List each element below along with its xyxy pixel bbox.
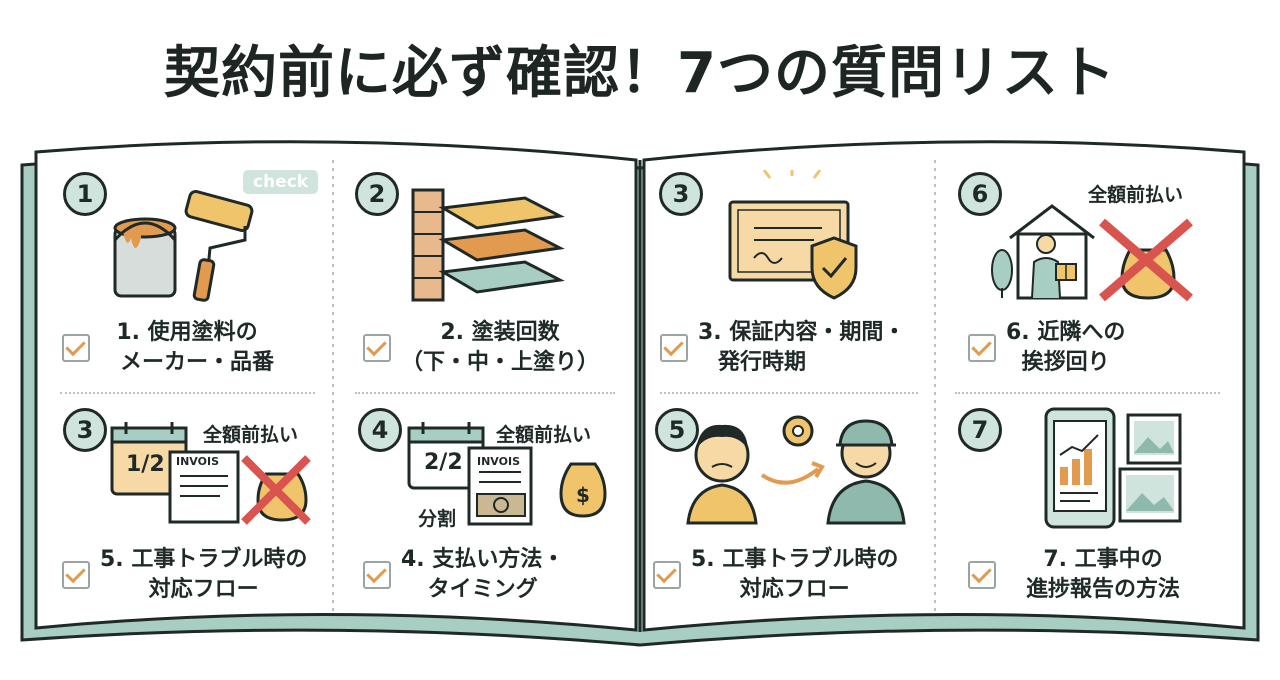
separator [60,392,315,394]
checkbox-icon[interactable] [62,334,90,362]
fraction-label: 2/2 [424,450,463,475]
split-payment-label: 分割 [418,508,457,530]
paint-can-roller-icon [113,190,254,302]
checklist-item-5b[interactable]: 5. 工事トラブル時の 対応フロー [653,545,898,605]
step-badge: 7 [958,408,1002,452]
step-badge: 1 [63,172,107,216]
item-label: 1. 使用塗料の メーカー・品番 [116,320,275,375]
checklist-item-4[interactable]: 4. 支払い方法・ タイミング [363,545,564,605]
half-payment-invoice-icon [110,422,311,525]
checkbox-icon[interactable] [62,561,90,589]
full-prepayment-tag: 全額前払い [1088,184,1184,206]
page-title: 契約前に必ず確認！7つの質問リスト [164,41,1116,106]
full-prepayment-tag: 全額前払い [203,424,299,446]
split-payment-invoice-icon: $ [407,422,607,526]
paint-layers-icon [411,188,565,302]
checkbox-icon[interactable] [653,561,681,589]
step-badge: 2 [355,172,399,216]
checkbox-icon[interactable] [968,334,996,362]
item-label: 4. 支払い方法・ タイミング [401,547,565,602]
check-tag: check [243,170,319,194]
checklist-item-1[interactable]: 1. 使用塗料の メーカー・品番 [62,318,274,378]
neighbor-greeting-icon [991,204,1193,302]
warranty-certificate-icon [728,170,858,300]
checklist-item-3[interactable]: 3. 保証内容・期間・ 発行時期 [660,318,905,378]
step-badge: 3 [63,408,107,452]
checkbox-icon[interactable] [968,561,996,589]
separator [660,392,918,394]
item-label: 3. 保証内容・期間・ 発行時期 [698,320,906,375]
item-label: 5. 工事トラブル時の 対応フロー [691,547,899,602]
svg-text:$: $ [576,483,590,507]
item-label: 7. 工事中の 進捗報告の方法 [1026,547,1181,602]
checklist-item-2[interactable]: 2. 塗装回数 （下・中・上塗り） [363,318,599,378]
step-badge: 5 [655,408,699,452]
checklist-item-6[interactable]: 6. 近隣への 挨拶回り [968,318,1125,378]
separator [355,392,615,394]
full-prepayment-tag: 全額前払い [496,424,592,446]
step-badge: 3 [659,172,703,216]
trouble-response-flow-icon [686,415,906,525]
checkbox-icon[interactable] [660,334,688,362]
separator [955,392,1220,394]
invoice-label: INVOIS [176,455,219,468]
step-badge: 6 [958,172,1002,216]
progress-report-tablet-icon [1044,407,1182,529]
checklist-item-5a[interactable]: 5. 工事トラブル時の 対応フロー [62,545,307,605]
item-label: 5. 工事トラブル時の 対応フロー [100,547,308,602]
item-label: 2. 塗装回数 （下・中・上塗り） [401,320,600,375]
checklist-item-7[interactable]: 7. 工事中の 進捗報告の方法 [968,545,1180,605]
invoice-label: INVOIS [477,455,520,468]
checkbox-icon[interactable] [363,561,391,589]
checkbox-icon[interactable] [363,334,391,362]
fraction-label: 1/2 [126,452,165,477]
item-label: 6. 近隣への 挨拶回り [1006,320,1126,375]
step-badge: 4 [358,408,402,452]
